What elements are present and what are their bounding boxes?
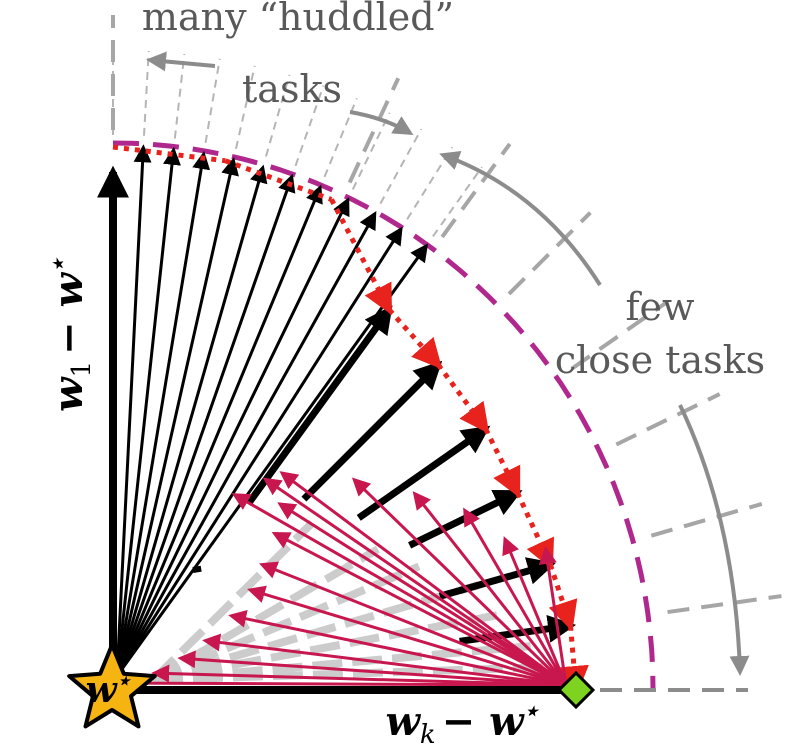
difference-vectors (128, 471, 568, 693)
star-icon: w⋆ (67, 643, 157, 729)
y-axis-label-rest: − w (45, 272, 92, 355)
x-axis-label-rest: − w (442, 698, 525, 745)
guide-line-thin (173, 53, 186, 139)
difference-vector (262, 477, 567, 687)
guide-line-thin (204, 58, 221, 143)
difference-vector (279, 471, 567, 687)
x-axis-label: wk− w⋆ (385, 696, 539, 748)
few-close-label-line2: close tasks (555, 338, 765, 382)
x-axis-label-w: w (385, 698, 421, 745)
difference-vector (259, 561, 567, 687)
many-huddled-label-line2: tasks (242, 67, 342, 111)
huddled-vector (115, 164, 268, 677)
difference-vector (177, 650, 567, 687)
difference-vector (231, 493, 567, 687)
difference-vector (412, 491, 568, 686)
huddled-vector (115, 156, 239, 677)
red-dotted-segment (224, 158, 333, 202)
guide-line-thick (650, 502, 763, 538)
many-huddled-label-line1: many “huddled” (142, 0, 454, 39)
huddled-vector (115, 144, 152, 677)
guide-line-thick (570, 301, 668, 371)
many-tasks-arrow-left (146, 51, 216, 72)
y-axis-label-w: w (45, 376, 92, 412)
red-dotted-segment (515, 491, 555, 571)
svg-text:w1− w⋆: w1 − w⋆ (43, 257, 97, 412)
close-vector (408, 489, 523, 549)
origin-label-sup: ⋆ (117, 668, 132, 694)
huddled-task-vectors (115, 144, 429, 677)
difference-vector (351, 477, 568, 687)
diamond-icon (556, 670, 596, 710)
few-tasks-arrow-top (439, 151, 602, 287)
red-dotted-segment (483, 427, 521, 499)
y-axis-label: w1 − w⋆ (43, 257, 97, 412)
few-close-label-line1: few (625, 285, 695, 329)
guide-line-thick (507, 211, 592, 296)
outer-radius-arc (112, 140, 656, 689)
guide-line-thin (406, 146, 453, 220)
guide-line-thin (234, 65, 256, 150)
y-axis-label-sub: 1 (67, 361, 97, 378)
difference-vector (128, 674, 567, 693)
red-dotted-segment (387, 308, 443, 370)
svg-text:w⋆: w⋆ (86, 668, 132, 711)
guide-line-thin (265, 74, 291, 157)
huddled-vector (115, 146, 181, 677)
red-dotted-segment (112, 144, 226, 164)
guide-line-thin (432, 166, 483, 238)
huddled-vector (115, 173, 296, 677)
difference-vector (228, 609, 567, 687)
difference-vector (202, 633, 567, 687)
y-axis-label-sup: ⋆ (43, 257, 72, 273)
guide-line-thin (351, 112, 391, 190)
difference-vector (502, 536, 568, 686)
ghost-vector (150, 520, 315, 683)
huddled-vector (115, 211, 377, 677)
guide-line-thick (440, 142, 512, 239)
close-vector (245, 305, 393, 506)
many-tasks-arrow-right (349, 110, 414, 136)
guide-line-thick (615, 392, 721, 447)
close-vector-base (192, 565, 202, 573)
red-dotted-segment (329, 198, 393, 316)
difference-vector (271, 532, 567, 687)
origin-label-w: w (86, 669, 119, 711)
close-vector (301, 360, 443, 502)
few-tasks-arrow-bottom (678, 404, 750, 676)
guide-line-thin (379, 128, 423, 205)
guide-line-thick (347, 77, 401, 184)
huddled-vector (115, 184, 323, 677)
huddled-vector (115, 226, 403, 677)
guide-line-thick (667, 594, 782, 615)
x-axis-label-sup: ⋆ (524, 696, 540, 725)
huddled-vector (115, 197, 350, 677)
guide-line-thin (142, 50, 150, 136)
red-dotted-path (112, 144, 589, 696)
x-axis-label-sub: k (420, 720, 436, 748)
difference-vector (463, 507, 568, 686)
difference-vector (277, 502, 567, 687)
angle-guide-lines (111, 15, 782, 615)
difference-vector (151, 664, 567, 687)
guide-line-thin (294, 85, 325, 167)
difference-vector (538, 545, 568, 686)
huddled-vector (115, 151, 211, 677)
difference-vector (247, 585, 567, 687)
red-dotted-segment (436, 363, 490, 434)
